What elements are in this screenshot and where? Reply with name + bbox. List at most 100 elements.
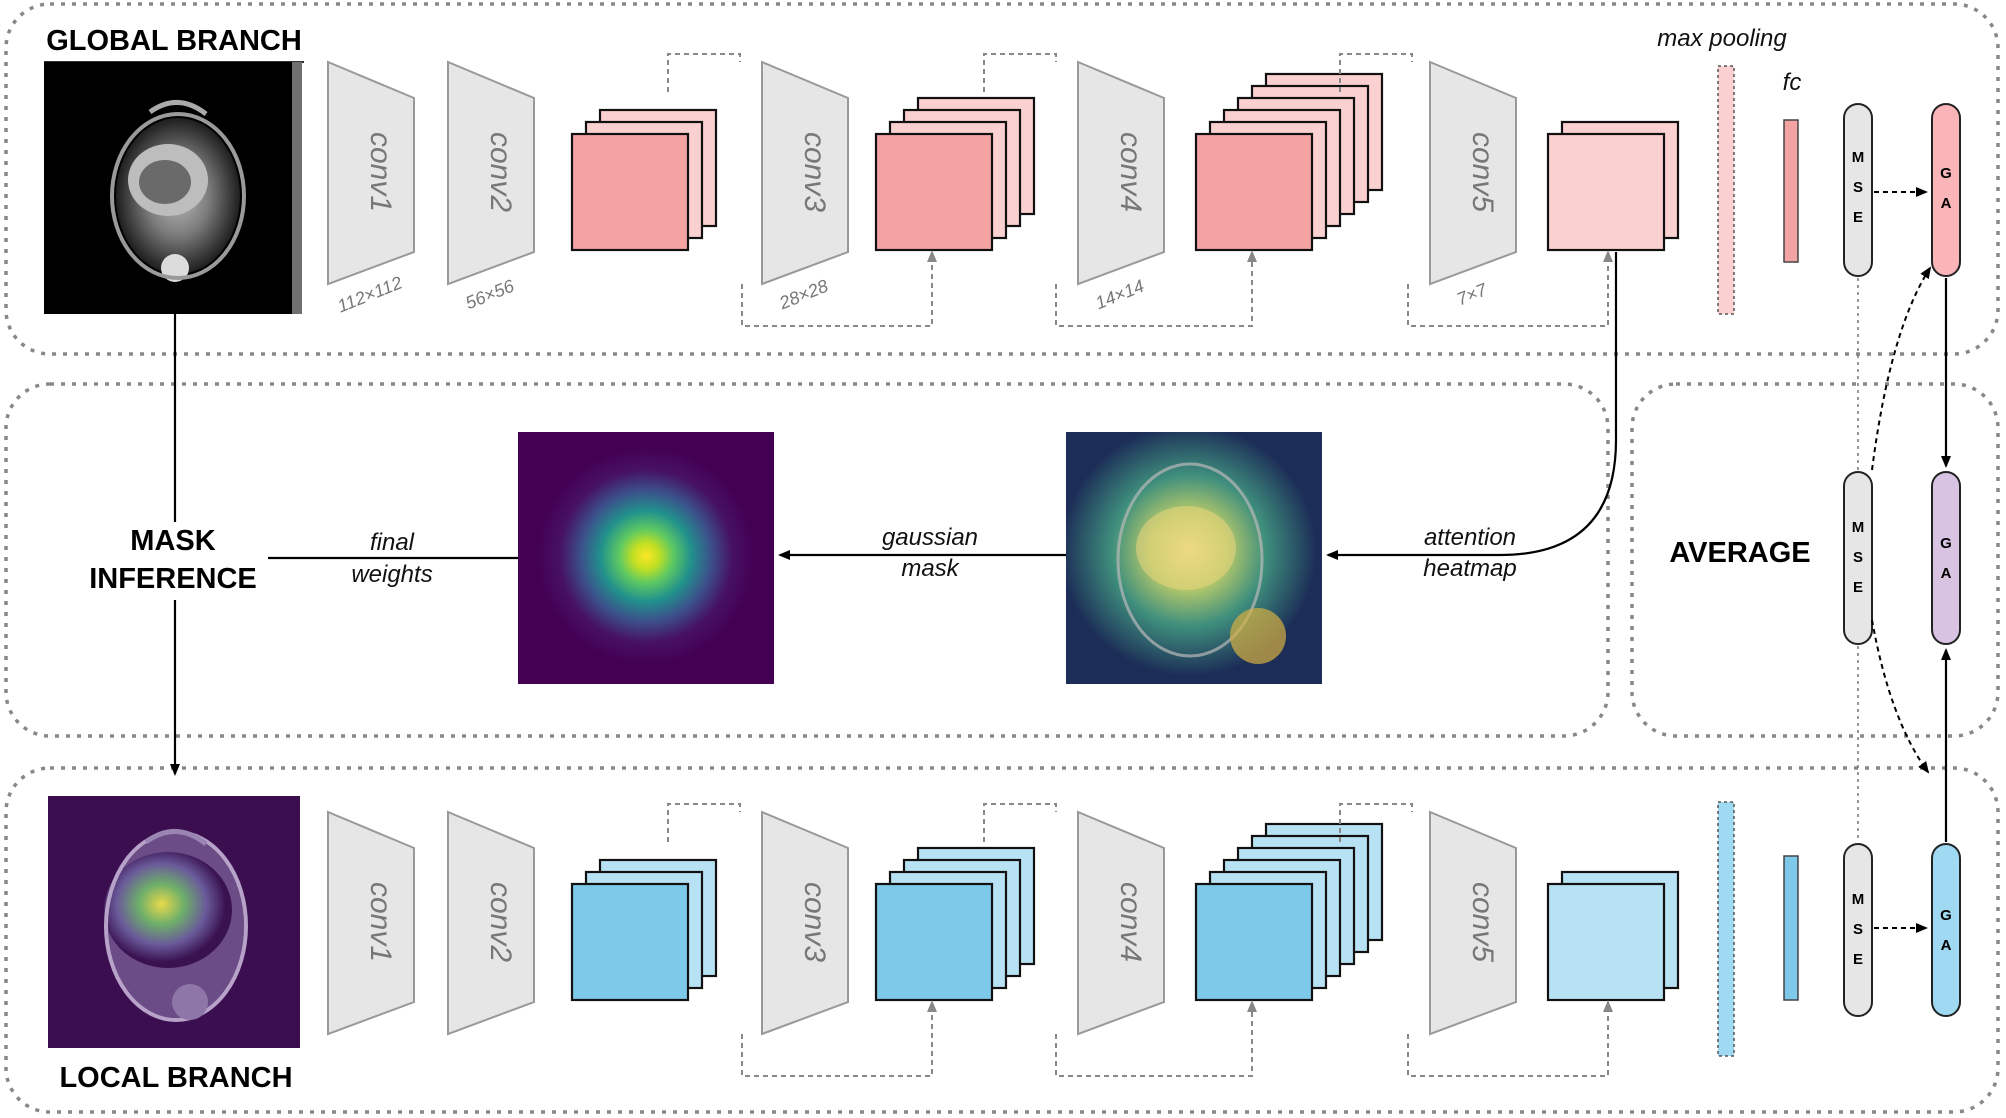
max-pooling-label: max pooling: [1657, 25, 1787, 52]
local-feature-map: [874, 882, 994, 1002]
attention-heatmap-label-2: heatmap: [1423, 555, 1516, 582]
mse-node-average: M S E: [1843, 471, 1873, 645]
svg-text:M: M: [1852, 149, 1865, 166]
global-skip-bottom: [1407, 250, 1613, 327]
global-skip-top: [1339, 53, 1413, 92]
local-fc-bar: [1783, 855, 1799, 1001]
local-branch-panel: [4, 766, 2000, 1114]
mask-inference-label-1: MASK: [130, 525, 215, 557]
local-conv2-block: conv2: [447, 810, 535, 1036]
global-max-pooling-bar: [1717, 65, 1735, 315]
svg-text:G: G: [1940, 907, 1952, 924]
final-weights-label-1: final: [370, 529, 415, 556]
local-skip-bottom: [1407, 1000, 1613, 1077]
global-conv2-block: conv2 56×56: [447, 60, 535, 313]
global-skip-bottom: [1055, 250, 1257, 327]
svg-text:A: A: [1941, 937, 1952, 954]
local-conv1-label: conv1: [364, 882, 397, 962]
local-conv3-label: conv3: [798, 882, 831, 962]
mask-inference-panel: [4, 382, 1610, 738]
global-conv5-label: conv5: [1466, 132, 1499, 212]
global-size-label: 112×112: [335, 272, 405, 316]
local-conv3-block: conv3: [761, 810, 849, 1036]
global-size-label: 56×56: [463, 275, 518, 313]
global-feature-stack: [1546, 120, 1680, 252]
global-size-label: 7×7: [1454, 279, 1491, 309]
mask-inference-label-2: INFERENCE: [89, 563, 257, 595]
local-feature-stack: [1194, 822, 1384, 1002]
local-feature-stack: [570, 858, 718, 1002]
mse-average-to-ga-local-arrow: [1871, 619, 1930, 774]
local-conv4-block: conv4: [1077, 810, 1165, 1036]
local-skip-top: [1339, 803, 1413, 842]
local-max-pooling-bar: [1717, 801, 1735, 1057]
final-weights-label-2: weights: [351, 561, 432, 588]
local-skip-top: [983, 803, 1057, 842]
attention-heatmap-label-1: attention: [1424, 524, 1516, 551]
local-branch-title: LOCAL BRANCH: [59, 1062, 292, 1094]
fc-label: fc: [1783, 69, 1802, 96]
svg-text:S: S: [1853, 549, 1863, 566]
svg-text:S: S: [1853, 921, 1863, 938]
global-feature-map: [570, 132, 690, 252]
local-skip-bottom: [741, 1000, 937, 1077]
mse-node-local: M S E: [1843, 843, 1873, 1017]
ga-node-global: G A: [1931, 103, 1961, 277]
global-conv4-block: conv4 14×14: [1077, 60, 1165, 313]
svg-text:M: M: [1852, 519, 1865, 536]
global-conv1-block: conv1 112×112: [327, 60, 415, 316]
svg-text:E: E: [1853, 951, 1863, 968]
local-feature-map: [1546, 882, 1666, 1002]
ga-node-local: G A: [1931, 843, 1961, 1017]
svg-text:E: E: [1853, 209, 1863, 226]
local-conv5-block: conv5: [1429, 810, 1517, 1036]
global-input-image: [44, 62, 302, 314]
gaussian-mask-image: [518, 432, 774, 684]
gaussian-mask-label-2: mask: [901, 555, 960, 582]
svg-text:E: E: [1853, 579, 1863, 596]
global-conv3-label: conv3: [798, 132, 831, 212]
local-feature-stack: [874, 846, 1036, 1002]
local-conv4-label: conv4: [1114, 882, 1147, 962]
local-skip-top: [667, 803, 741, 842]
attention-heatmap-image: [1066, 432, 1322, 684]
global-branch-title: GLOBAL BRANCH: [46, 25, 302, 57]
local-input-image: [48, 796, 300, 1048]
global-conv3-block: conv3 28×28: [761, 60, 849, 314]
global-skip-top: [667, 53, 741, 92]
global-branch-panel: [4, 2, 2000, 356]
local-feature-stack: [1546, 870, 1680, 1002]
global-size-label: 28×28: [776, 276, 831, 314]
global-conv1-label: conv1: [364, 132, 397, 212]
svg-text:G: G: [1940, 165, 1952, 182]
global-feature-map: [1194, 132, 1314, 252]
local-conv1-block: conv1: [327, 810, 415, 1036]
gaussian-mask-label-1: gaussian: [882, 524, 978, 551]
local-conv2-label: conv2: [484, 882, 517, 962]
global-branch-layers: conv1 112×112 conv2 56×56 conv3 28×28 conv4 14×…: [327, 53, 1680, 327]
ga-node-average: G A: [1931, 471, 1961, 645]
global-skip-bottom: [741, 250, 937, 327]
global-skip-top: [983, 53, 1057, 92]
attention-curve-arrow: [1326, 252, 1618, 560]
global-size-label: 14×14: [1093, 276, 1147, 313]
global-feature-map: [1546, 132, 1666, 252]
local-conv5-label: conv5: [1466, 882, 1499, 962]
global-fc-bar: [1783, 119, 1799, 263]
global-conv5-block: conv5 7×7: [1429, 60, 1517, 309]
global-conv2-label: conv2: [484, 132, 517, 212]
svg-text:A: A: [1941, 565, 1952, 582]
local-feature-map: [1194, 882, 1314, 1002]
svg-text:S: S: [1853, 179, 1863, 196]
global-conv4-label: conv4: [1114, 132, 1147, 212]
global-feature-stack: [570, 108, 718, 252]
local-feature-map: [570, 882, 690, 1002]
local-skip-bottom: [1055, 1000, 1257, 1077]
global-feature-map: [874, 132, 994, 252]
svg-text:G: G: [1940, 535, 1952, 552]
global-feature-stack: [874, 96, 1036, 252]
global-feature-stack: [1194, 72, 1384, 252]
mse-node-global: M S E: [1843, 103, 1873, 277]
average-label: AVERAGE: [1669, 537, 1810, 569]
